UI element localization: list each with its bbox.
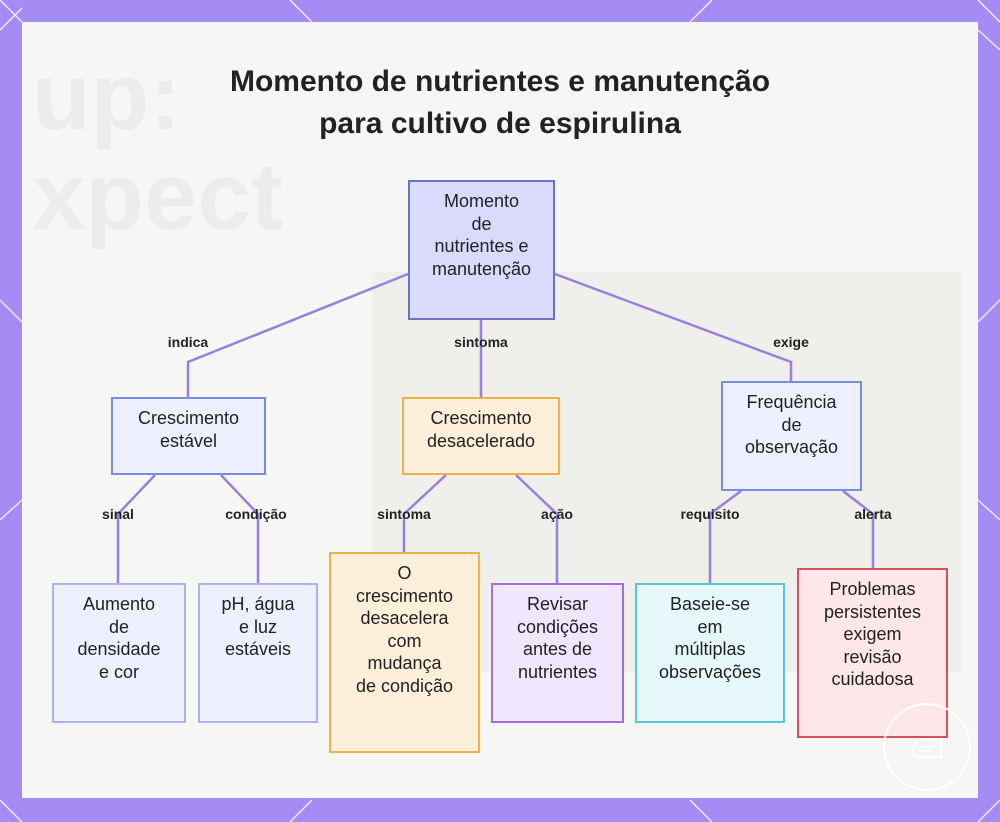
node-text: com [387,630,422,651]
node-text: condições [516,616,599,637]
node-text: em [697,616,723,637]
node-text: Problemas [829,579,916,599]
page-title: Momento de nutrientes e manutenção [229,65,771,98]
edge-label-sinal: sinal [102,506,134,522]
edge-label-acao: ação [541,506,573,522]
node-text: O [397,563,412,583]
node-text: estáveis [224,639,292,659]
node-text: cuidadosa [831,669,914,689]
background-decoration: xpect [32,143,283,250]
background-decoration: up: [32,43,182,150]
node-root: Momento de nutrientes e manutenção [408,180,555,320]
node-text: desacelera [360,608,449,628]
node-text: Momento [443,191,520,211]
node-text: de [471,213,492,234]
node-text: Crescimento [137,408,240,428]
node-text: densidade [77,639,161,659]
edge-label-condicao: condição [225,506,287,522]
edge-label-exige: exige [773,334,809,350]
node-text: persistentes [823,601,922,622]
node-text: antes de [522,639,593,659]
edge-label-sintoma-2: sintoma [377,506,431,522]
node-stable-growth: Crescimento estável [111,397,266,475]
node-multiple-observations: Baseie-se em múltiplas observações [635,583,785,723]
node-text: observações [658,661,762,682]
logo-icon [883,703,971,791]
node-text: Frequência [746,392,837,412]
node-ph-water-light: pH, água e luz estáveis [198,583,318,723]
node-text: Crescimento [430,408,532,428]
node-growth-slows: O crescimento desacelera com mudança de … [329,552,480,753]
page-subtitle: para cultivo de espirulina [319,107,681,140]
node-text: Revisar [526,594,588,614]
node-review-conditions: Revisar condições antes de nutrientes [491,583,624,723]
edge-label-sintoma: sintoma [454,334,508,350]
node-text: Baseie-se [669,594,751,614]
node-density: Aumento de densidade e cor [52,583,186,723]
node-text: mudança [367,653,442,673]
node-text: Aumento [82,594,156,614]
node-text: revisão [843,646,902,667]
node-text: de condição [355,675,454,696]
node-text: desacelerado [426,430,536,451]
node-text: manutenção [431,258,532,279]
node-text: e cor [98,661,139,682]
node-text: de [781,414,802,435]
node-text: múltiplas [674,639,746,659]
edge-label-requisito: requisito [680,506,740,522]
node-text: estável [159,430,218,451]
node-text: e luz [238,616,278,637]
edge-label-indica: indica [167,334,209,350]
node-observation-frequency: Frequência de observação [721,381,862,491]
edge-label-alerta: alerta [854,506,892,522]
node-text: nutrientes e [434,236,529,256]
node-text: de [108,616,129,637]
node-text: exigem [843,624,902,644]
node-slowed-growth: Crescimento desacelerado [402,397,560,475]
node-text: nutrientes [517,661,598,682]
node-text: crescimento [355,585,453,606]
node-text: observação [744,437,839,457]
node-text: pH, água [221,594,295,614]
